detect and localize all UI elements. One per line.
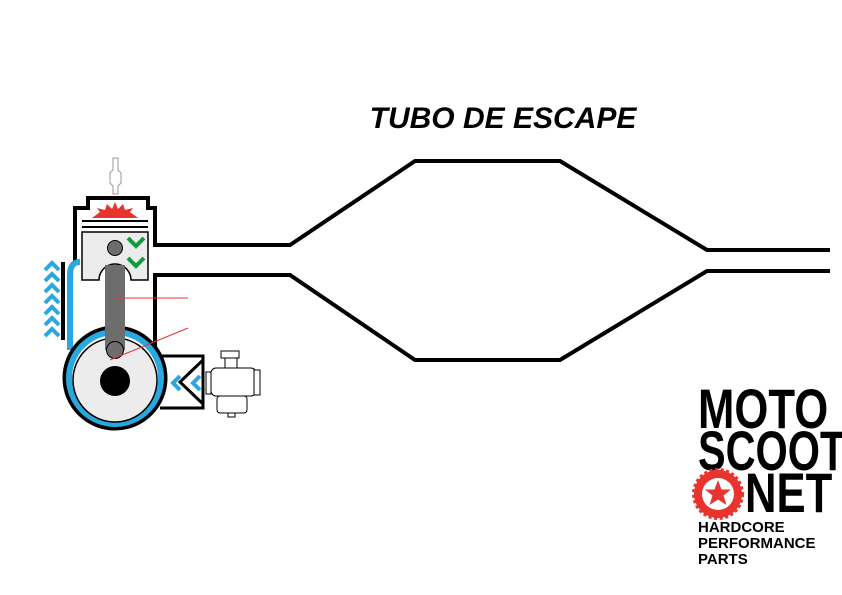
engine: [43, 157, 261, 431]
diagram-title: TUBO DE ESCAPE: [370, 102, 638, 135]
gear-star-icon: [692, 468, 744, 520]
spark-icon: [92, 202, 138, 218]
connecting-rod: [105, 265, 125, 350]
svg-text:MOTO: MOTO: [698, 378, 828, 440]
svg-text:HARDCORE: HARDCORE: [698, 519, 785, 536]
chevron-down-icon: [126, 236, 146, 269]
chevron-up-icon: [43, 260, 61, 338]
spark-plug-icon: [109, 157, 122, 195]
svg-text:PARTS: PARTS: [698, 551, 748, 568]
intake-port: [160, 354, 205, 410]
carburetor-icon: [205, 350, 261, 418]
cylinder: [73, 196, 180, 355]
exhaust-pipe: [178, 159, 830, 362]
svg-text:PERFORMANCE: PERFORMANCE: [698, 535, 816, 552]
moto-scoot-logo: MOTO SCOOT NET HARDCORE PERFORMANCE PART…: [692, 378, 842, 568]
transfer-port: [67, 259, 81, 350]
svg-text:NET: NET: [745, 462, 833, 524]
